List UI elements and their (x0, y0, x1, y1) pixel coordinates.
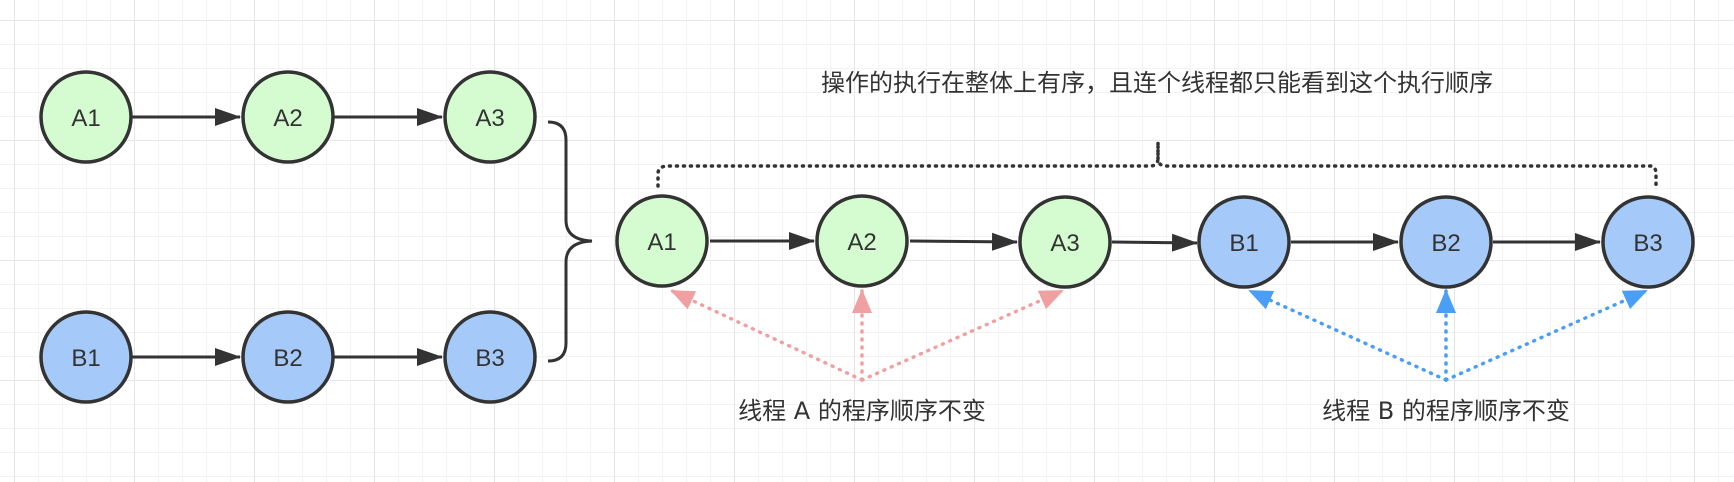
thread-b-order-caption: 线程 B 的程序顺序不变 (1322, 397, 1570, 425)
merge-brace (547, 120, 593, 363)
arrow-m3-m4 (1111, 233, 1198, 252)
merged-node-b3: B3 (1601, 195, 1695, 289)
merged-node-b2: B2 (1399, 195, 1493, 289)
pointer-to-b3 (1444, 289, 1648, 382)
merged-sequence: A1 A2 A3 B1 B2 B3 (615, 194, 1695, 289)
svg-text:B3: B3 (1633, 230, 1662, 257)
svg-text:A3: A3 (1050, 230, 1079, 257)
svg-text:B1: B1 (71, 345, 100, 372)
total-order-bracket (656, 142, 1658, 188)
pointer-to-a3 (860, 289, 1064, 382)
merged-node-b1: B1 (1197, 195, 1291, 289)
svg-text:B3: B3 (475, 345, 504, 372)
svg-text:B1: B1 (1229, 230, 1258, 257)
svg-text:B2: B2 (1431, 230, 1460, 257)
svg-text:A3: A3 (475, 105, 504, 132)
node-b2: B2 (241, 310, 335, 404)
thread-a-order-caption: 线程 A 的程序顺序不变 (738, 397, 986, 425)
merged-node-a1: A1 (615, 194, 709, 288)
node-a3: A3 (443, 70, 537, 164)
thread-b-pointers (1248, 289, 1648, 382)
pointer-to-a1 (670, 289, 864, 382)
merged-node-a2: A2 (815, 194, 909, 288)
merged-node-a3: A3 (1018, 195, 1112, 289)
svg-text:B2: B2 (273, 345, 302, 372)
total-order-caption: 操作的执行在整体上有序，且连个线程都只能看到这个执行顺序 (821, 69, 1493, 97)
thread-a-sequence: A1 A2 A3 (39, 70, 537, 164)
svg-text:A2: A2 (847, 229, 876, 256)
arrow-m2-m3 (909, 232, 1018, 251)
svg-text:A2: A2 (273, 105, 302, 132)
pointer-to-b1 (1248, 289, 1448, 382)
node-a1: A1 (39, 70, 133, 164)
thread-a-pointers (670, 289, 1064, 382)
thread-b-sequence: B1 B2 B3 (39, 310, 537, 404)
svg-text:A1: A1 (71, 105, 100, 132)
svg-text:A1: A1 (647, 229, 676, 256)
node-b3: B3 (443, 310, 537, 404)
node-b1: B1 (39, 310, 133, 404)
node-a2: A2 (241, 70, 335, 164)
